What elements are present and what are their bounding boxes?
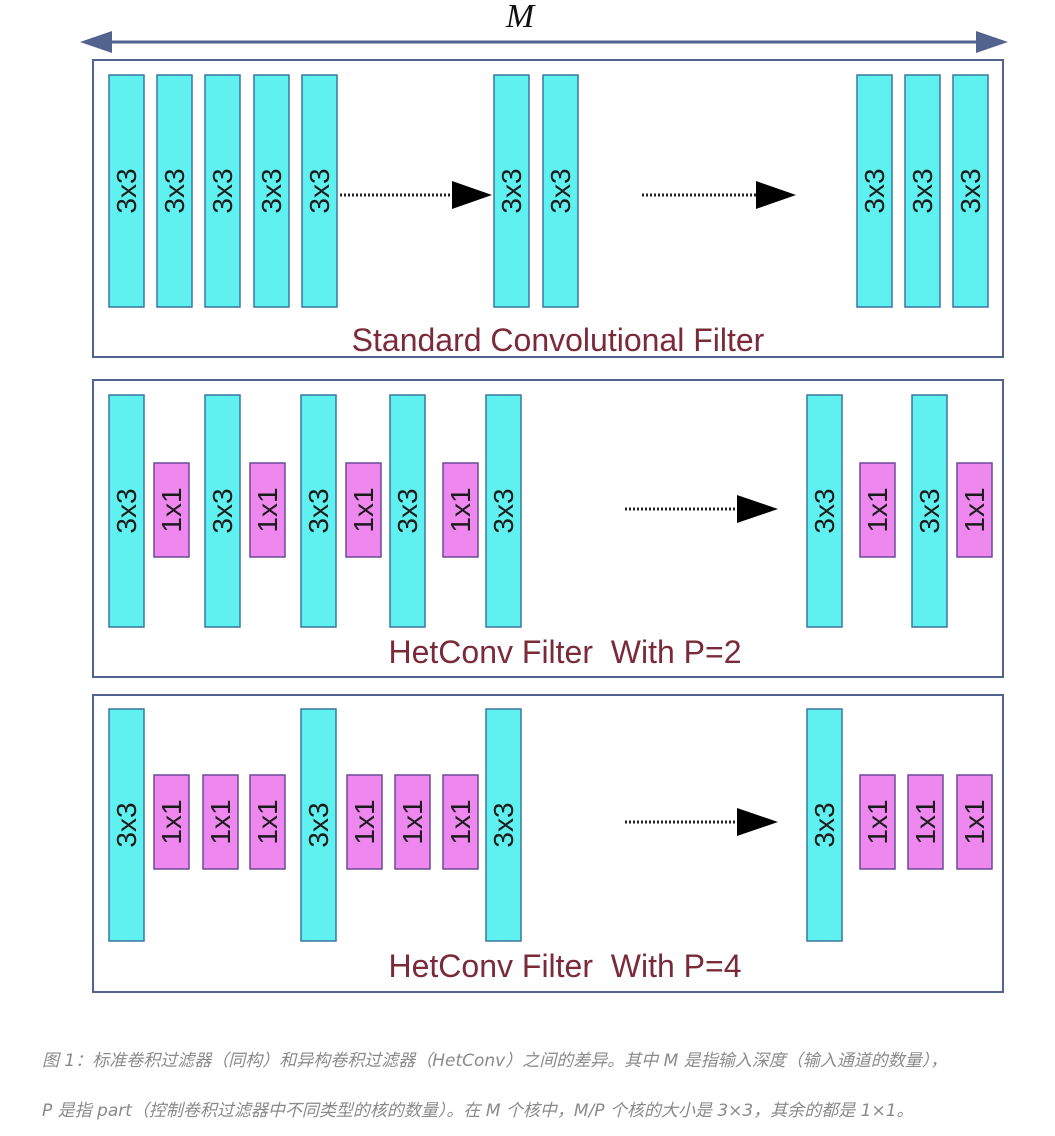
kernel-3x3: [108, 394, 145, 628]
kernel-1x1: [153, 774, 190, 870]
kernel-label: 3x3: [256, 168, 287, 213]
kernel-3x3: [542, 74, 579, 308]
kernel-label: 1x1: [910, 799, 941, 844]
kernel-1x1: [956, 774, 993, 870]
kernel-1x1: [859, 462, 896, 558]
arrow-left-head: [80, 31, 112, 53]
kernel-3x3: [204, 394, 241, 628]
kernel-1x1: [907, 774, 944, 870]
panel-border: [92, 694, 1004, 993]
kernel-1x1: [202, 774, 239, 870]
kernel-label: 1x1: [205, 799, 236, 844]
panel-title: Standard Convolutional Filter: [352, 322, 765, 358]
kernel-label: 1x1: [349, 799, 380, 844]
arrow-head: [452, 181, 492, 209]
kernel-1x1: [345, 462, 382, 558]
arrow-head: [737, 495, 778, 523]
panel-title: HetConv Filter With P=4: [389, 948, 742, 984]
kernel-3x3: [806, 708, 843, 942]
kernel-label: 3x3: [159, 168, 190, 213]
figure-caption-line-2: P 是指 part（控制卷积过滤器中不同类型的核的数量）。在 M 个核中，M/P…: [42, 1101, 914, 1121]
panel-title: HetConv Filter With P=2: [389, 634, 742, 670]
kernel-3x3: [493, 74, 530, 308]
kernel-label: 1x1: [445, 487, 476, 532]
kernel-label: 3x3: [545, 168, 576, 213]
kernel-3x3: [204, 74, 241, 308]
kernel-label: 1x1: [862, 487, 893, 532]
kernel-1x1: [394, 774, 431, 870]
kernel-label: 3x3: [392, 488, 423, 533]
kernel-label: 3x3: [303, 488, 334, 533]
kernel-3x3: [108, 708, 145, 942]
kernel-1x1: [442, 462, 479, 558]
kernel-1x1: [442, 774, 479, 870]
kernel-label: 3x3: [496, 168, 527, 213]
arrow-right-head: [976, 31, 1008, 53]
kernel-label: 3x3: [207, 168, 238, 213]
kernel-label: 1x1: [397, 799, 428, 844]
kernel-1x1: [859, 774, 896, 870]
kernel-label: 1x1: [862, 799, 893, 844]
kernel-label: 1x1: [348, 487, 379, 532]
kernel-3x3: [485, 708, 522, 942]
kernel-label: 1x1: [445, 799, 476, 844]
kernel-label: 3x3: [809, 488, 840, 533]
kernel-3x3: [485, 394, 522, 628]
width-label: M: [505, 0, 536, 35]
arrow-head: [756, 181, 796, 209]
kernel-label: 1x1: [156, 487, 187, 532]
kernel-1x1: [346, 774, 383, 870]
kernel-label: 1x1: [959, 487, 990, 532]
kernel-group: 3x3 1x1 1x1 1x1 3x3 1x1 1x1 1x1 3x3 3x3 1x1 1x1 1x1: [108, 708, 993, 942]
kernel-label: 3x3: [111, 802, 142, 847]
kernel-label: 3x3: [955, 168, 986, 213]
kernel-label: 3x3: [111, 488, 142, 533]
kernel-1x1: [956, 462, 993, 558]
kernel-1x1: [153, 462, 190, 558]
kernel-3x3: [253, 74, 290, 308]
kernel-label: 3x3: [859, 168, 890, 213]
kernel-label: 1x1: [959, 799, 990, 844]
kernel-3x3: [108, 74, 145, 308]
kernel-label: 3x3: [488, 488, 519, 533]
kernel-3x3: [806, 394, 843, 628]
kernel-label: 1x1: [252, 487, 283, 532]
kernel-3x3: [156, 74, 193, 308]
kernel-1x1: [249, 462, 286, 558]
kernel-label: 3x3: [111, 168, 142, 213]
width-arrow: [80, 31, 1008, 53]
kernel-group: 3x3 3x3 3x3 3x3 3x3 3x3 3x3 3x3 3x3 3x3: [108, 74, 989, 308]
kernel-3x3: [911, 394, 948, 628]
kernel-group: 3x3 1x1 3x3 1x1 3x3 1x1 3x3 1x1 3x3 3x3 1x1 3x3 1x1: [108, 394, 993, 628]
kernel-3x3: [301, 74, 338, 308]
hetconv-diagram: M 3x3 3x3 3x3 3x3 3x3 3x3 3x3 3x3 3x3 3x3 Standar…: [80, 0, 1008, 993]
kernel-3x3: [856, 74, 893, 308]
kernel-label: 3x3: [488, 802, 519, 847]
kernel-3x3: [300, 394, 337, 628]
panel-border: [92, 379, 1004, 678]
arrow-head: [737, 808, 778, 836]
kernel-label: 3x3: [914, 488, 945, 533]
kernel-label: 3x3: [907, 168, 938, 213]
panel-standard: 3x3 3x3 3x3 3x3 3x3 3x3 3x3 3x3 3x3 3x3 Standard …: [92, 59, 1004, 358]
kernel-3x3: [389, 394, 426, 628]
kernel-3x3: [300, 708, 337, 942]
kernel-3x3: [952, 74, 989, 308]
figure-caption-line-1: 图 1：标准卷积过滤器（同构）和异构卷积过滤器（HetConv）之间的差异。其中…: [42, 1051, 948, 1071]
kernel-label: 3x3: [304, 168, 335, 213]
kernel-label: 3x3: [809, 802, 840, 847]
kernel-1x1: [249, 774, 286, 870]
kernel-label: 3x3: [303, 802, 334, 847]
kernel-label: 1x1: [252, 799, 283, 844]
kernel-label: 3x3: [207, 488, 238, 533]
kernel-3x3: [904, 74, 941, 308]
kernel-label: 1x1: [156, 799, 187, 844]
